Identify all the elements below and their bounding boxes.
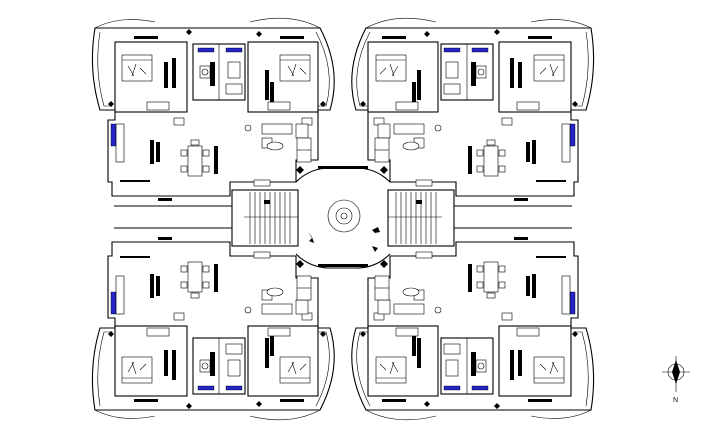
north-label: N: [673, 397, 678, 404]
staircase-left: [231, 189, 299, 247]
central-lobby: [293, 163, 391, 271]
plant-icon: [372, 227, 380, 252]
central-corridor: [114, 166, 572, 267]
apartment-bottom-right: [351, 236, 595, 421]
fountain-icon: [327, 199, 361, 233]
plant-icon: [308, 232, 314, 243]
apartment-top-right: [351, 17, 595, 202]
staircase-right: [387, 189, 455, 247]
apartment-top-left: [91, 17, 335, 202]
compass-icon: N: [662, 356, 690, 404]
